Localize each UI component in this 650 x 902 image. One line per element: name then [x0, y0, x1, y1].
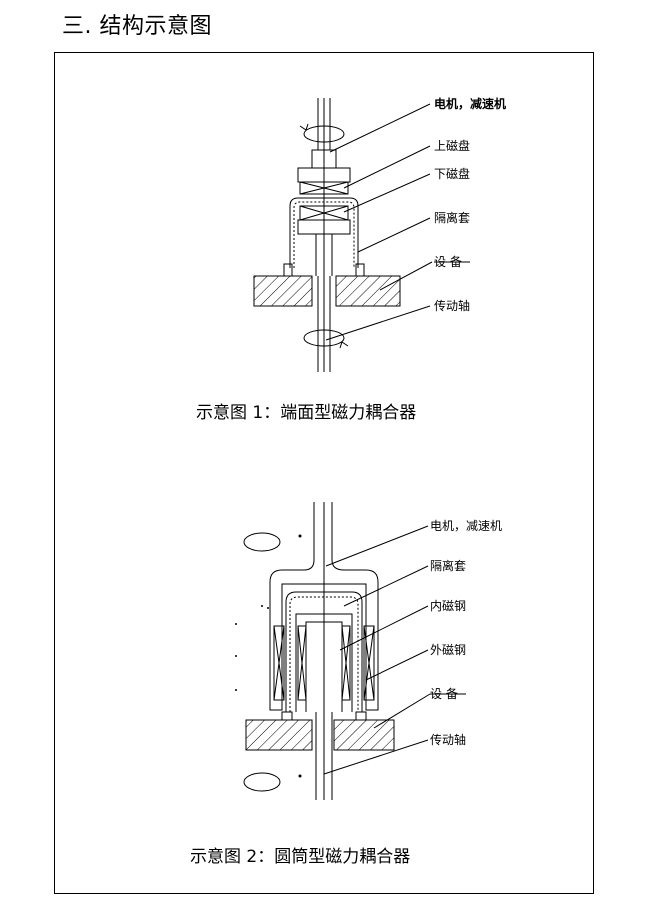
inner-magnet-left [297, 625, 307, 701]
equipment-plate-left-2 [245, 719, 313, 751]
upper-magnet [299, 181, 349, 195]
equipment-plate-left [253, 275, 313, 307]
equipment-plate-right-2 [333, 719, 395, 751]
rotation-arrow-top [303, 125, 345, 143]
outer-magnet-left [273, 625, 285, 701]
label-motor: 电机，减速机 [434, 96, 506, 111]
label-shaft-2: 传动轴 [430, 732, 466, 747]
inner-magnet-right [341, 625, 351, 701]
figure2-drawing [243, 502, 431, 800]
figure-frame [54, 52, 594, 894]
rotation-arrow-bottom [303, 329, 345, 347]
label-lower-disc: 下磁盘 [434, 166, 470, 181]
label-upper-disc: 上磁盘 [434, 138, 470, 153]
label-shaft: 传动轴 [434, 298, 470, 313]
equipment-plate-right [335, 275, 401, 307]
figure1-caption: 示意图 1：端面型磁力耦合器 [196, 403, 416, 423]
label-isolation-sleeve: 隔离套 [434, 210, 470, 225]
rotation-arrow-bottom-2 [243, 772, 281, 792]
outer-magnet-right [363, 625, 375, 701]
figure2-caption: 示意图 2：圆筒型磁力耦合器 [190, 847, 410, 867]
inner-rotor [295, 613, 353, 712]
page-title: 三. 结构示意图 [62, 14, 212, 39]
lower-disc [297, 219, 351, 235]
rotation-arrow-top-2 [243, 532, 281, 552]
isolation-sleeve [289, 197, 359, 268]
label-inner-magnet: 内磁钢 [430, 598, 466, 613]
label-motor-2: 电机，减速机 [430, 519, 502, 533]
figure1-drawing [253, 98, 433, 372]
label-isolation-sleeve-2: 隔离套 [430, 558, 466, 573]
label-outer-magnet: 外磁钢 [430, 642, 466, 657]
outer-rotor [269, 559, 379, 711]
